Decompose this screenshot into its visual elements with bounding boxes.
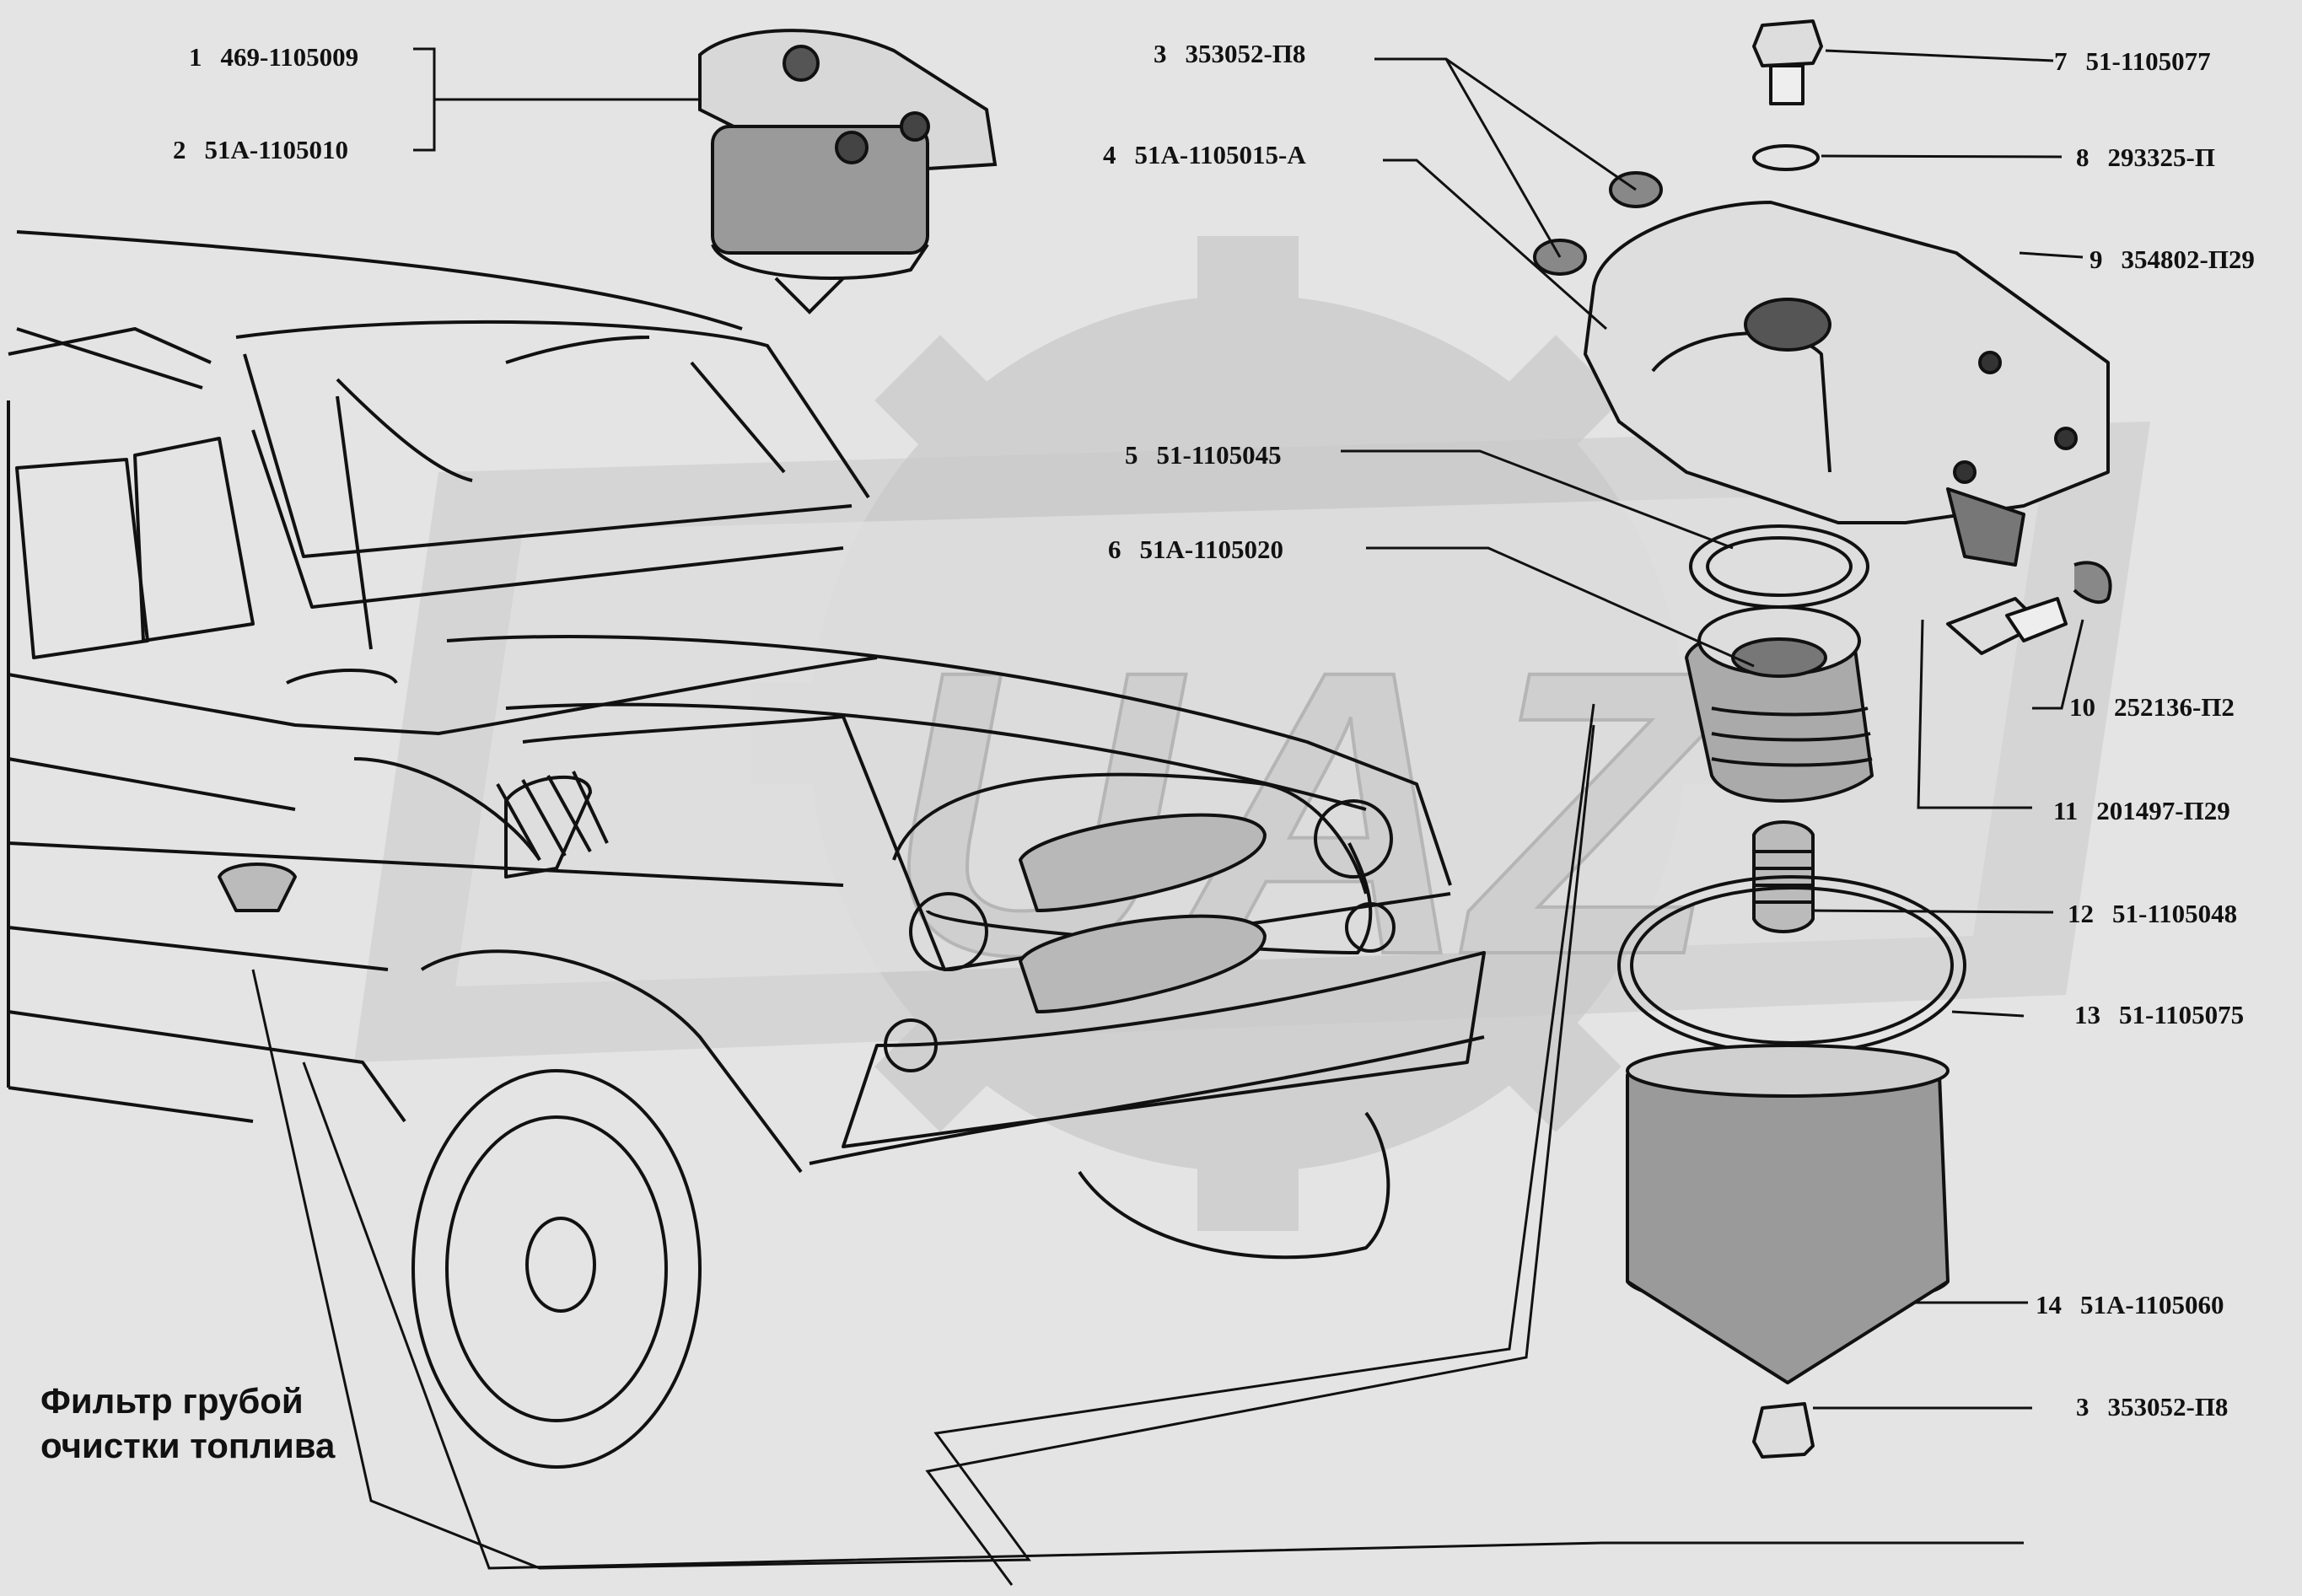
diagram-title: Фильтр грубой очистки топлива (40, 1379, 335, 1468)
vehicle-drawing (7, 230, 1486, 1469)
leader-lines (251, 47, 2084, 1586)
title-line-2: очистки топлива (40, 1425, 336, 1465)
watermark-text: UAZ (885, 586, 1735, 1039)
exploded-parts (1533, 19, 2112, 1459)
title-line-1: Фильтр грубой (40, 1381, 304, 1421)
filter-assembly-small (698, 29, 998, 314)
